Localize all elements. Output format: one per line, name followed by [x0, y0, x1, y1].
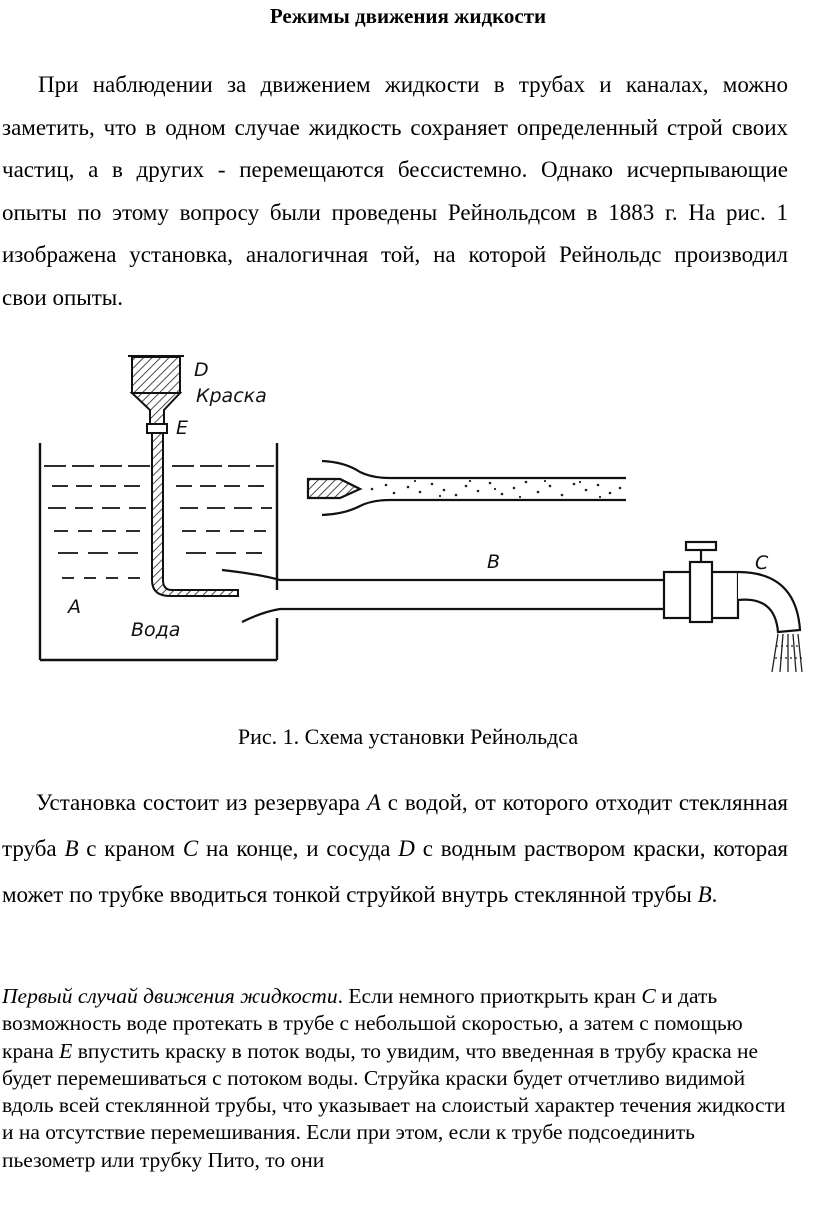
label-b: B — [487, 551, 500, 573]
tap — [662, 540, 802, 634]
paint-vessel — [128, 355, 184, 434]
symbol-a: A — [366, 790, 381, 815]
label-paint: Краска — [196, 385, 267, 407]
label-water: Вода — [131, 619, 180, 641]
description-paragraph: Установка состоит из резервуара A с водо… — [2, 780, 788, 918]
description-text: . — [711, 882, 718, 907]
label-d: D — [194, 359, 209, 381]
symbol-c: C — [641, 984, 656, 1008]
symbol-b: B — [64, 836, 79, 861]
reynolds-apparatus-figure: D Краска E B C A Вода — [0, 340, 816, 680]
dye-particles — [370, 479, 622, 499]
symbol-e: E — [59, 1038, 73, 1063]
label-c: C — [755, 552, 769, 574]
description-text: Установка состоит из резервуара — [36, 790, 361, 815]
first-case-heading: Первый случай движения жидкости — [2, 984, 338, 1008]
label-e: E — [176, 417, 188, 439]
glass-pipe — [221, 568, 664, 623]
apparatus-diagram: D Краска E B C A Вода — [38, 355, 803, 673]
first-case-text: . Если немного приоткрыть кран — [337, 984, 637, 1008]
outflow-spray — [771, 633, 803, 673]
symbol-c: C — [182, 836, 199, 861]
symbol-d: D — [398, 836, 415, 861]
water-level-lines — [44, 465, 274, 579]
first-case-text: впустить краску в поток воды, то увидим,… — [2, 1038, 786, 1172]
page-title: Режимы движения жидкости — [269, 4, 547, 28]
first-case-paragraph: Первый случай движения жидкости. Если не… — [2, 983, 792, 1174]
reservoir — [38, 443, 279, 662]
intro-paragraph: При наблюдении за движением жидкости в т… — [2, 72, 788, 310]
dye-tube — [151, 432, 239, 597]
label-a: A — [66, 596, 81, 618]
figure-caption: Рис. 1. Схема установки Рейнольдса — [237, 724, 579, 749]
flow-inset — [306, 459, 626, 517]
description-text: на конце, и сосуда — [198, 836, 391, 861]
first-case-text: и дать возможность воде протекать в труб… — [2, 984, 743, 1063]
description-text: с водой, от которого отходит стеклянная … — [2, 790, 789, 861]
description-text: с краном — [78, 836, 176, 861]
description-text: с водным раствором краски, которая может… — [2, 836, 788, 907]
symbol-b: B — [697, 882, 712, 907]
